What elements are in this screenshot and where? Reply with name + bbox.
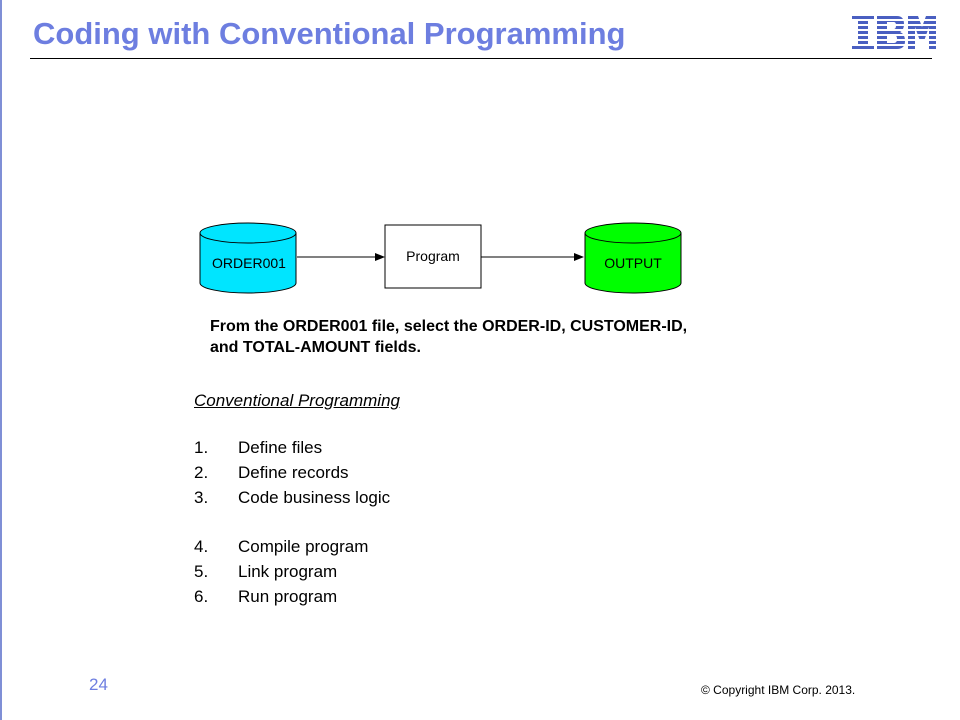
left-accent-rule <box>0 0 2 720</box>
slide-title: Coding with Conventional Programming <box>33 16 626 51</box>
step-number: 5. <box>194 562 209 581</box>
step-number: 4. <box>194 537 209 556</box>
program-label: Program <box>406 248 460 264</box>
input-file-label: ORDER001 <box>212 255 286 271</box>
caption-line-1: From the ORDER001 file, select the ORDER… <box>210 318 688 335</box>
step-text: Compile program <box>238 537 369 556</box>
caption-line-2: and TOTAL-AMOUNT fields. <box>210 339 421 356</box>
input-file-cylinder <box>199 222 297 294</box>
step-text: Code business logic <box>238 488 391 507</box>
diagram-caption: From the ORDER001 file, select the ORDER… <box>210 316 830 358</box>
copyright-notice: © Copyright IBM Corp. 2013. <box>701 683 856 697</box>
step-number: 2. <box>194 463 209 482</box>
step-text: Define files <box>238 438 323 457</box>
step-text: Link program <box>238 562 338 581</box>
output-file-label: OUTPUT <box>604 255 662 271</box>
section-heading: Conventional Programming <box>194 391 400 410</box>
output-file-cylinder <box>584 222 682 294</box>
step-text: Define records <box>238 463 349 482</box>
ibm-logo <box>852 15 936 51</box>
step-number: 3. <box>194 488 209 507</box>
step-number: 6. <box>194 587 209 606</box>
page-number: 24 <box>89 675 108 694</box>
step-text: Run program <box>238 587 338 606</box>
step-number: 1. <box>194 438 209 457</box>
title-divider <box>30 58 932 59</box>
